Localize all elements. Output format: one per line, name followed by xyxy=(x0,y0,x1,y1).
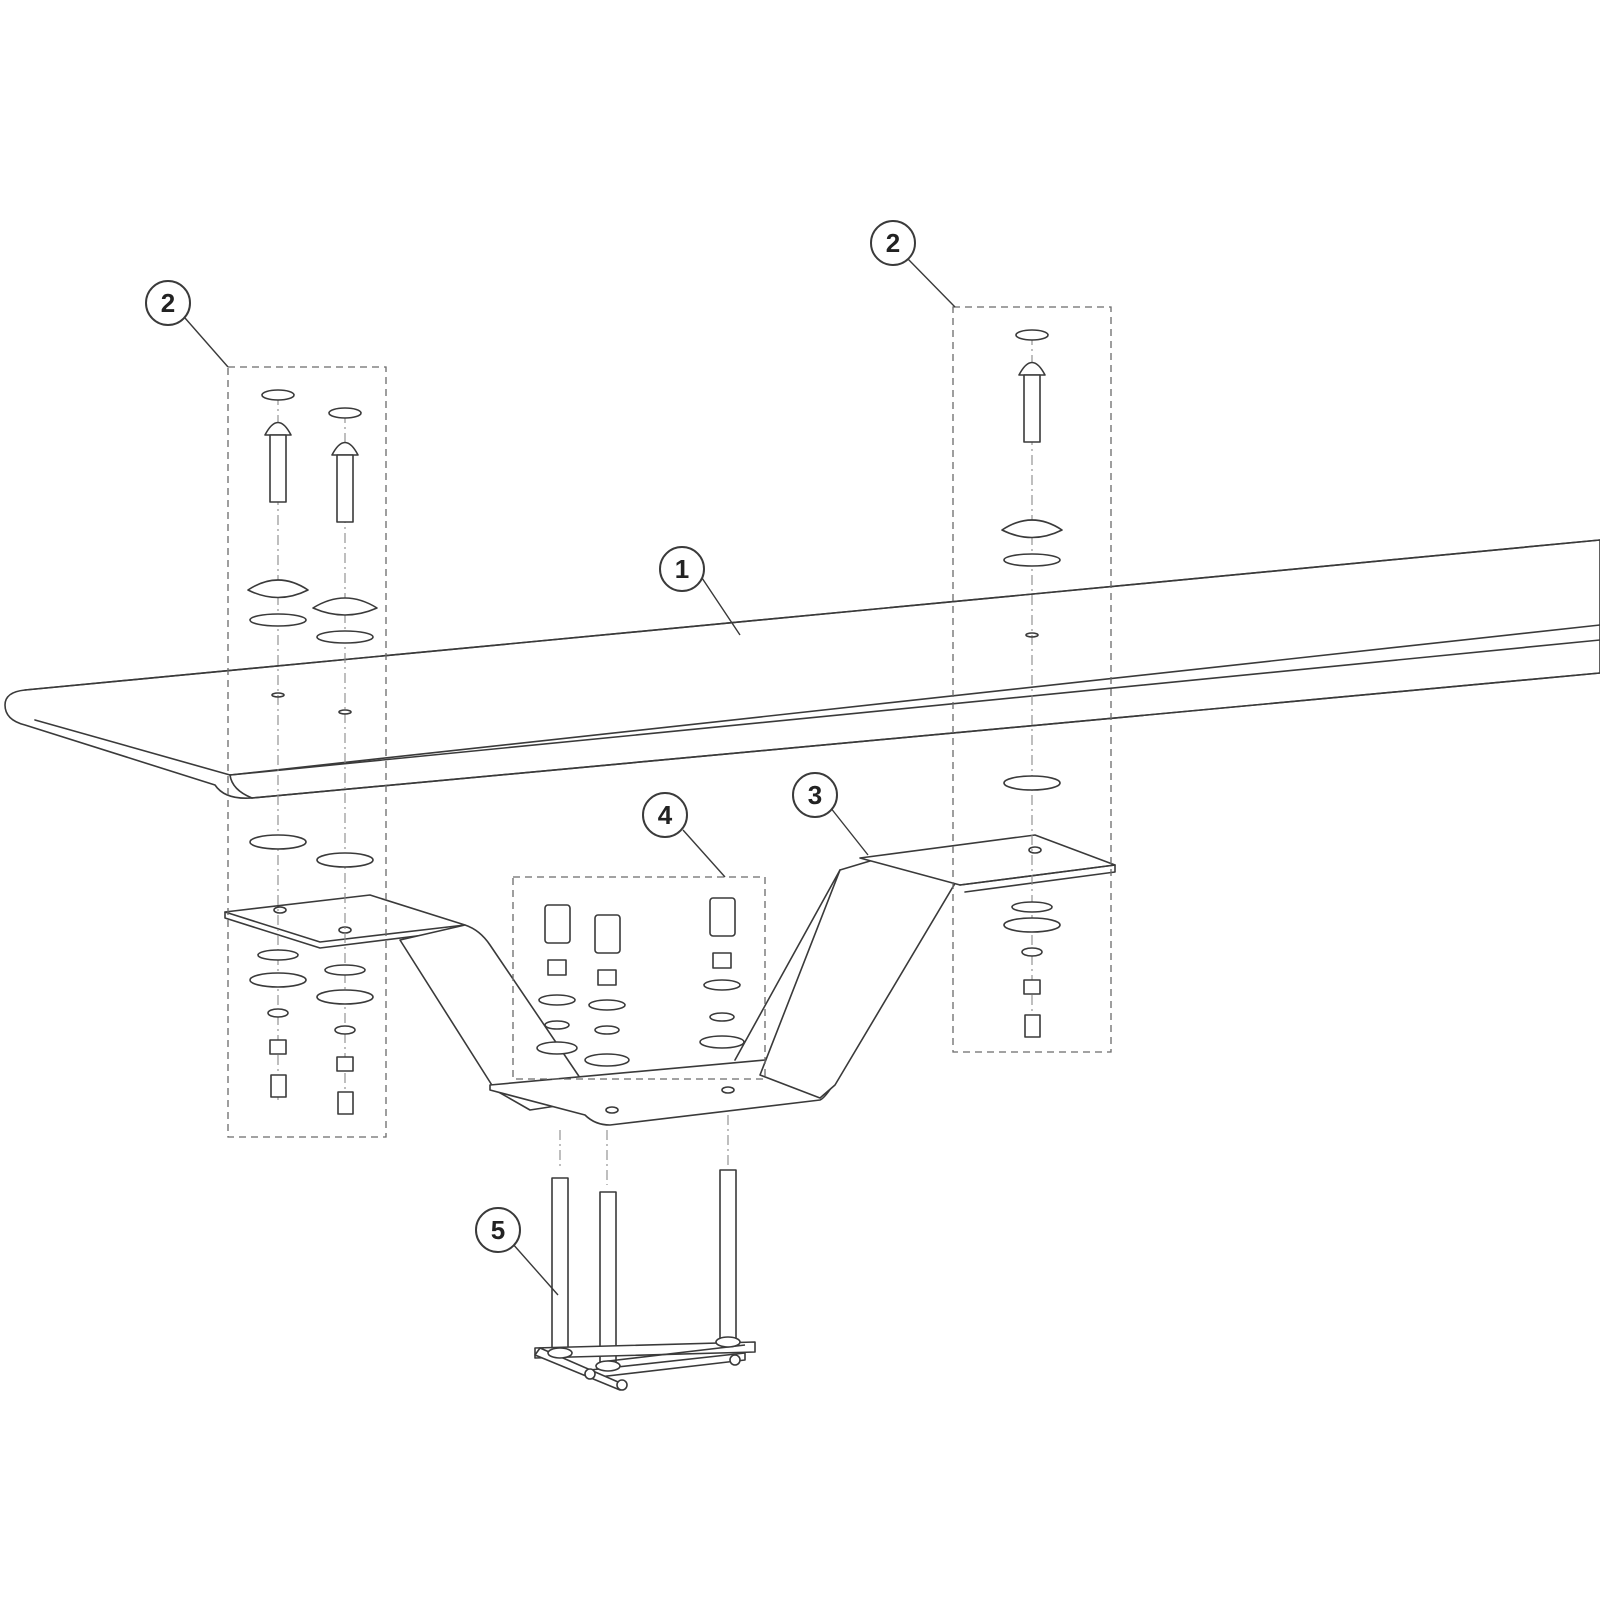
bracket-fastener-kit xyxy=(512,876,766,1080)
callout-2-left-label: 2 xyxy=(161,288,175,318)
callout-1-label: 1 xyxy=(675,554,689,584)
callout-3: 3 xyxy=(792,772,869,856)
fastener-kit-right xyxy=(952,306,1112,1053)
kit-boundary-box xyxy=(952,306,1112,1053)
kit-boundary-box xyxy=(512,876,766,1080)
callout-1: 1 xyxy=(659,546,741,636)
board-mounting-bracket xyxy=(224,834,1116,1126)
callout-4-label: 4 xyxy=(658,800,673,830)
callout-5-label: 5 xyxy=(491,1215,505,1245)
kit-boundary-box xyxy=(227,366,387,1138)
callout-2-right: 2 xyxy=(870,220,956,308)
callout-2-left: 2 xyxy=(145,280,229,368)
callout-2-right-label: 2 xyxy=(886,228,900,258)
callout-5: 5 xyxy=(475,1207,559,1296)
diving-board-plank xyxy=(4,539,1600,800)
anchor-bolt-assembly xyxy=(534,1115,756,1391)
callout-3-label: 3 xyxy=(808,780,822,810)
callout-4: 4 xyxy=(642,792,726,878)
fastener-kit-left xyxy=(227,366,387,1138)
